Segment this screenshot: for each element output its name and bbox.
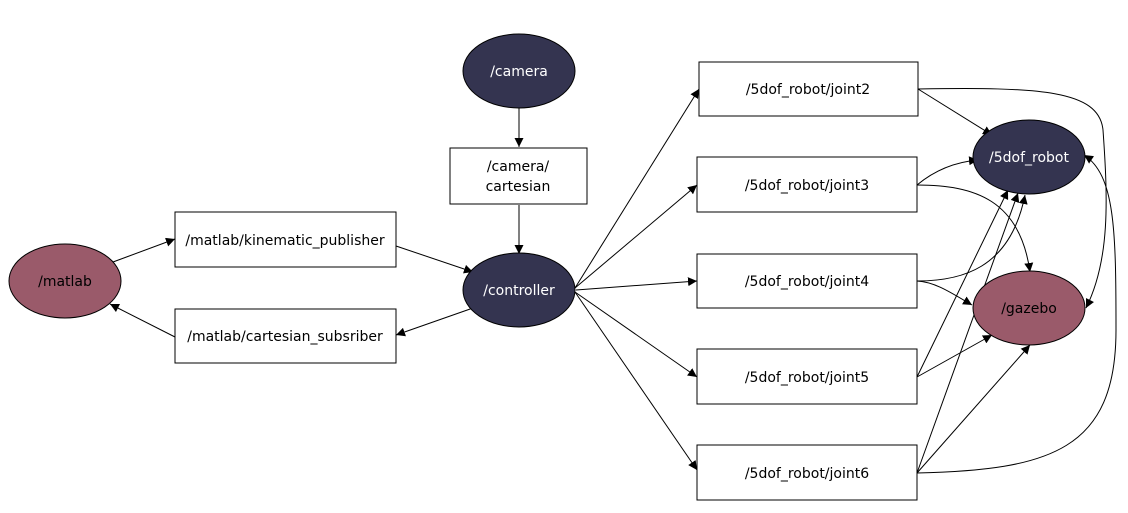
edge-controller-to-joint3: [574, 184, 698, 289]
edge-joint6-to-gazebo: [916, 344, 1031, 474]
node-matlab-label: /matlab: [38, 274, 92, 290]
node-camera[interactable]: /camera: [462, 33, 576, 109]
node-controller[interactable]: /controller: [462, 252, 576, 328]
edge-joint4-to-robot: [916, 194, 1028, 282]
topic-kinematic-publisher-label: /matlab/kinematic_publisher: [185, 233, 384, 249]
edge-joint2-to-robot: [917, 88, 993, 136]
edge-kinematic-publisher-to-controller: [395, 245, 474, 274]
node-camera-label: /camera: [490, 64, 548, 80]
topic-cartesian-subsriber-label: /matlab/cartesian_subsriber: [187, 329, 383, 345]
topic-camera-cartesian-label-line1: /camera/: [487, 159, 550, 175]
topic-joint3-label: /5dof_robot/joint3: [745, 178, 869, 194]
edge-joint2-to-gazebo: [917, 88, 1107, 309]
edges: [109, 88, 1117, 474]
node-gazebo[interactable]: /gazebo: [972, 270, 1086, 346]
edge-controller-to-joint2: [574, 88, 700, 289]
edge-controller-to-joint5: [574, 291, 698, 378]
node-controller-label: /controller: [483, 283, 555, 299]
topic-joint2-label: /5dof_robot/joint2: [746, 82, 870, 98]
node-matlab[interactable]: /matlab: [8, 243, 122, 319]
edge-controller-to-cartesian-subsriber: [395, 307, 474, 337]
topic-kinematic-publisher-box: [174, 211, 397, 268]
topic-camera-cartesian[interactable]: /camera/ cartesian: [449, 147, 588, 205]
edge-controller-to-joint6: [574, 291, 698, 471]
topic-kinematic-publisher[interactable]: /matlab/kinematic_publisher: [174, 211, 397, 268]
node-5dof-robot-shape: [972, 119, 1086, 195]
topic-joint6-label: /5dof_robot/joint6: [745, 466, 869, 482]
edge-joint4-to-gazebo: [916, 280, 973, 306]
topic-cartesian-subsriber[interactable]: /matlab/cartesian_subsriber: [174, 308, 397, 364]
topic-camera-cartesian-label-line2: cartesian: [486, 179, 551, 195]
node-gazebo-label: /gazebo: [1001, 301, 1057, 317]
edge-joint6-to-robot: [916, 192, 1020, 474]
topic-joint6-box: [696, 444, 918, 501]
topic-joint5-label: /5dof_robot/joint5: [745, 370, 869, 386]
edge-joint3-to-gazebo: [916, 184, 1034, 273]
edge-joint5-to-gazebo: [916, 334, 993, 378]
node-controller-shape: [462, 252, 576, 328]
edge-matlab-to-kinematic-publisher: [112, 237, 176, 263]
edge-cartesian-subsriber-to-matlab: [109, 303, 176, 338]
edge-joint5-to-robot: [916, 189, 1009, 378]
topic-joint2-box: [698, 61, 919, 117]
topic-joint3-box: [696, 156, 918, 213]
topic-camera-cartesian-box: [449, 147, 588, 205]
topic-joint4-box: [696, 253, 918, 309]
topic-joint4[interactable]: /5dof_robot/joint4: [696, 253, 918, 309]
node-matlab-shape: [8, 243, 122, 319]
edge-gazebo-to-robot: [916, 154, 1117, 474]
node-5dof-robot[interactable]: /5dof_robot: [972, 119, 1086, 195]
node-5dof-robot-label: /5dof_robot: [989, 150, 1069, 166]
edge-joint3-to-robot: [916, 156, 979, 186]
topic-joint5-box: [696, 348, 918, 405]
topic-joint4-label: /5dof_robot/joint4: [745, 274, 869, 290]
node-gazebo-shape: [972, 270, 1086, 346]
topic-joint5[interactable]: /5dof_robot/joint5: [696, 348, 918, 405]
edge-controller-to-joint4: [575, 277, 698, 291]
topic-joint2[interactable]: /5dof_robot/joint2: [698, 61, 919, 117]
node-camera-shape: [462, 33, 576, 109]
topic-joint6[interactable]: /5dof_robot/joint6: [696, 444, 918, 501]
topic-joint3[interactable]: /5dof_robot/joint3: [696, 156, 918, 213]
topic-cartesian-subsriber-box: [174, 308, 397, 364]
